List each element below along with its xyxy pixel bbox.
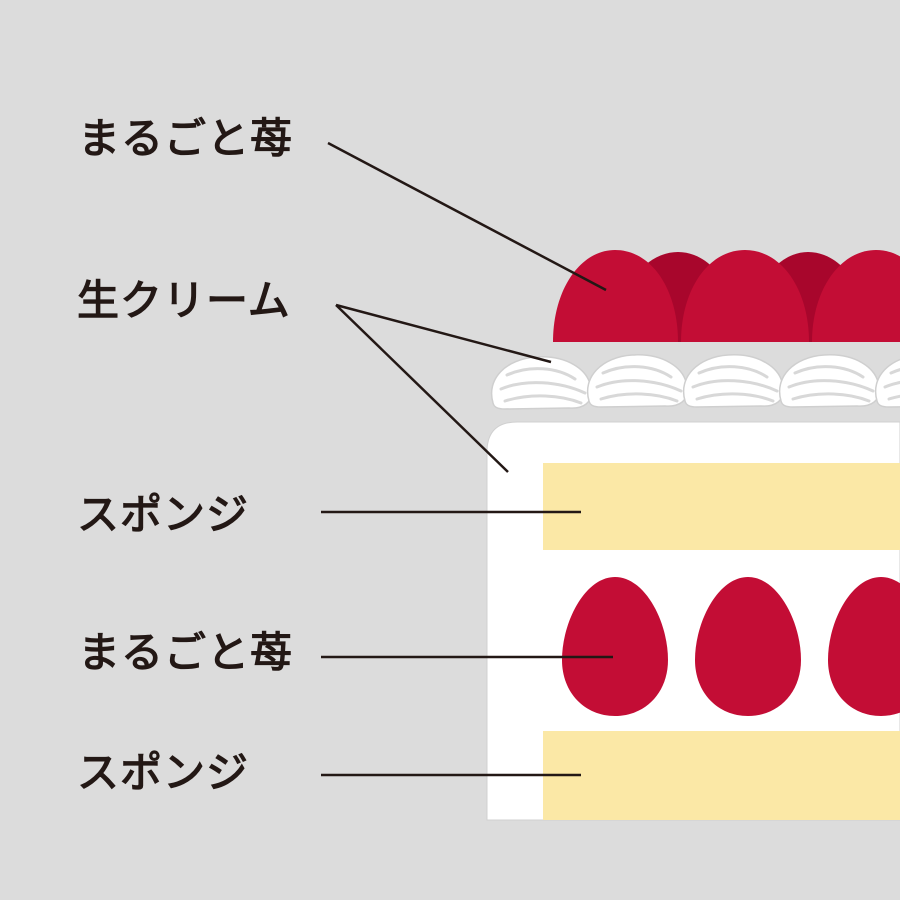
leader-line-cream-b bbox=[335, 304, 509, 473]
middle-strawberry-1 bbox=[562, 577, 668, 716]
cream-swirl-3 bbox=[682, 353, 785, 409]
top-strawberries bbox=[553, 250, 900, 342]
cream-swirl-5 bbox=[874, 353, 900, 409]
top-strawberry-2 bbox=[681, 250, 809, 342]
label-sponge-upper: スポンジ bbox=[77, 490, 250, 539]
top-strawberry-3 bbox=[812, 250, 900, 342]
label-cream: 生クリーム bbox=[77, 276, 291, 325]
label-sponge-lower: スポンジ bbox=[77, 748, 250, 797]
cream-swirl-2 bbox=[586, 353, 689, 409]
cream-swirl-4 bbox=[778, 353, 881, 409]
label-top-strawberry: まるごと苺 bbox=[78, 114, 294, 163]
cream-swirl-1 bbox=[490, 355, 593, 411]
middle-strawberry-3 bbox=[828, 577, 900, 716]
top-strawberry-1 bbox=[553, 250, 678, 342]
sponge-layer-lower bbox=[543, 731, 900, 820]
sponge-layer-upper bbox=[543, 463, 900, 550]
cream-swirls bbox=[490, 353, 900, 411]
middle-strawberry-2 bbox=[695, 577, 801, 716]
leader-lines bbox=[321, 141, 613, 777]
leader-line-cream-a bbox=[335, 303, 552, 364]
middle-strawberries bbox=[562, 577, 900, 716]
leader-line-top-strawberry bbox=[327, 141, 607, 292]
label-middle-strawberry: まるごと苺 bbox=[78, 628, 294, 677]
